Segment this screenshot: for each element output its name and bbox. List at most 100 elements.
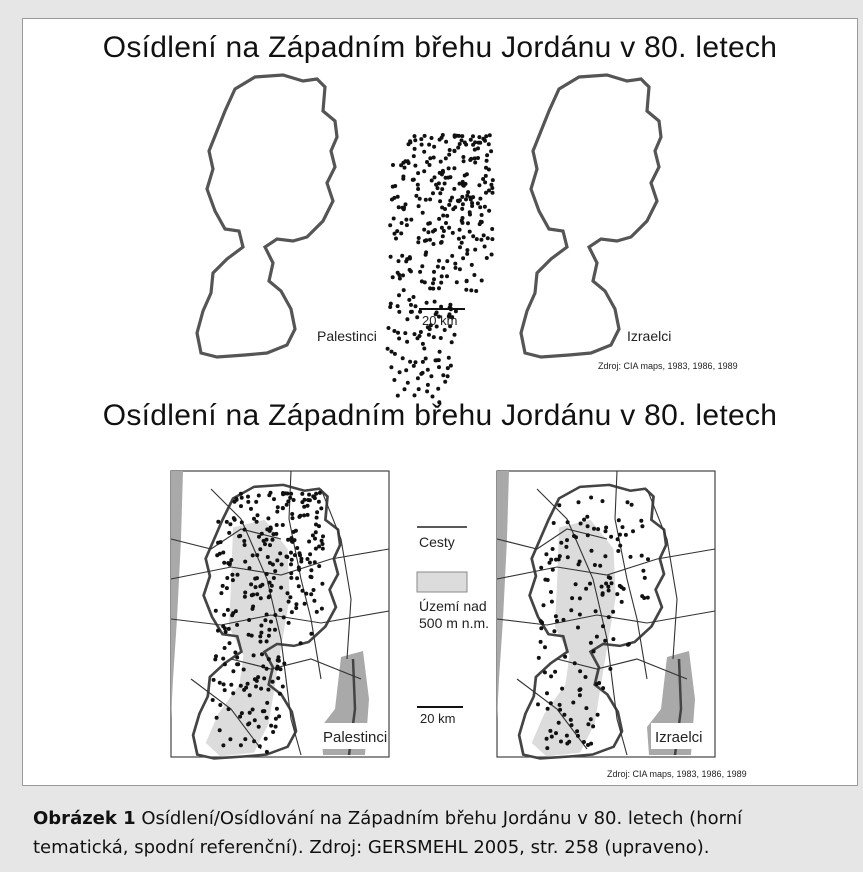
settlement-dot (437, 258, 441, 263)
settlement-dot (222, 646, 227, 650)
settlement-dot (439, 274, 444, 279)
settlement-dot (316, 499, 321, 504)
settlement-dot (606, 615, 611, 620)
settlement-dot (223, 629, 228, 634)
settlement-dot (232, 517, 237, 522)
settlement-dot (416, 236, 421, 240)
settlement-dot (402, 165, 407, 170)
settlement-dot (242, 543, 247, 547)
settlement-dot (428, 286, 433, 291)
settlement-dot (611, 637, 616, 642)
settlement-dot (487, 133, 492, 138)
settlement-dot (227, 561, 232, 566)
settlement-dot (317, 490, 322, 495)
settlement-dot (489, 252, 494, 257)
settlement-dot (307, 560, 312, 565)
west-bank-outline (195, 73, 339, 359)
settlement-dot (217, 728, 222, 733)
settlement-dot (467, 210, 472, 215)
settlement-dot (269, 583, 274, 588)
settlement-dot (416, 387, 421, 392)
settlement-dot (286, 499, 291, 504)
settlement-dot (589, 548, 594, 553)
settlement-dot (298, 513, 303, 518)
settlement-dot (465, 193, 470, 198)
settlement-dot (592, 563, 597, 567)
settlement-dot (572, 534, 576, 538)
settlement-dot (447, 152, 452, 157)
settlement-dot (292, 538, 297, 543)
settlement-dot (317, 564, 322, 569)
settlement-dot (251, 604, 256, 609)
settlement-dot (273, 627, 277, 632)
settlement-dot (426, 332, 431, 337)
roads-network (170, 470, 390, 756)
settlement-dot (266, 633, 271, 638)
settlement-dot (467, 229, 472, 234)
settlement-dot (482, 244, 487, 249)
settlement-dot (309, 568, 314, 573)
settlement-dot (576, 625, 580, 630)
settlement-dot (570, 596, 575, 601)
settlement-dot (403, 331, 408, 336)
settlement-dot (431, 191, 435, 196)
settlement-dot (261, 538, 266, 543)
settlement-dot (422, 227, 427, 232)
settlement-dot (415, 376, 420, 381)
settlement-dot (446, 355, 451, 360)
settlement-dot (425, 389, 430, 394)
settlement-dot (235, 572, 240, 577)
settlement-dot (441, 373, 446, 378)
settlement-dot (438, 199, 443, 204)
settlement-dot (457, 227, 462, 232)
settlement-dot (576, 500, 581, 505)
settlement-dot (591, 724, 596, 729)
settlement-dot (485, 153, 490, 158)
road-line (320, 488, 352, 660)
settlement-dot (239, 711, 244, 716)
settlement-dot (478, 140, 483, 145)
settlement-dot (481, 233, 486, 238)
settlement-dot (479, 237, 484, 242)
settlement-dot (253, 585, 258, 590)
settlement-dot (219, 591, 224, 596)
settlement-dot (437, 286, 441, 291)
settlement-dot (616, 518, 621, 523)
settlement-dot (470, 201, 475, 206)
settlement-dot (300, 491, 305, 496)
settlement-dot (257, 744, 262, 749)
settlement-dot (402, 387, 407, 392)
settlement-dot (475, 201, 480, 206)
settlement-dot (242, 594, 247, 599)
settlement-dot (543, 645, 547, 650)
settlement-dot (458, 245, 462, 250)
settlement-dot (447, 312, 452, 317)
settlement-dot (267, 594, 272, 599)
settlement-dot (461, 159, 466, 164)
settlement-dot (397, 336, 402, 341)
settlement-dot (426, 230, 431, 235)
top-source-note: Zdroj: CIA maps, 1983, 1986, 1989 (598, 361, 738, 371)
settlement-dot (320, 542, 325, 546)
settlement-dot (432, 277, 436, 282)
settlement-dot (224, 586, 229, 591)
settlement-dot (396, 259, 401, 264)
settlement-dot (420, 210, 425, 215)
settlement-dot (609, 534, 614, 539)
settlement-dot (247, 693, 252, 698)
settlement-dot (263, 618, 268, 623)
settlement-dot (419, 142, 424, 147)
settlement-dot (267, 528, 272, 533)
settlement-dot (565, 520, 570, 525)
settlement-dot (213, 657, 218, 662)
settlement-dot (291, 498, 296, 502)
settlement-dot (390, 197, 394, 202)
settlement-dot (234, 497, 239, 502)
settlement-dot (266, 516, 271, 521)
settlement-dot (313, 536, 317, 541)
settlement-dot (278, 667, 283, 672)
settlement-dot (453, 265, 458, 270)
settlement-dot (536, 702, 540, 707)
settlement-dot (311, 588, 316, 592)
settlement-dot (258, 547, 263, 552)
